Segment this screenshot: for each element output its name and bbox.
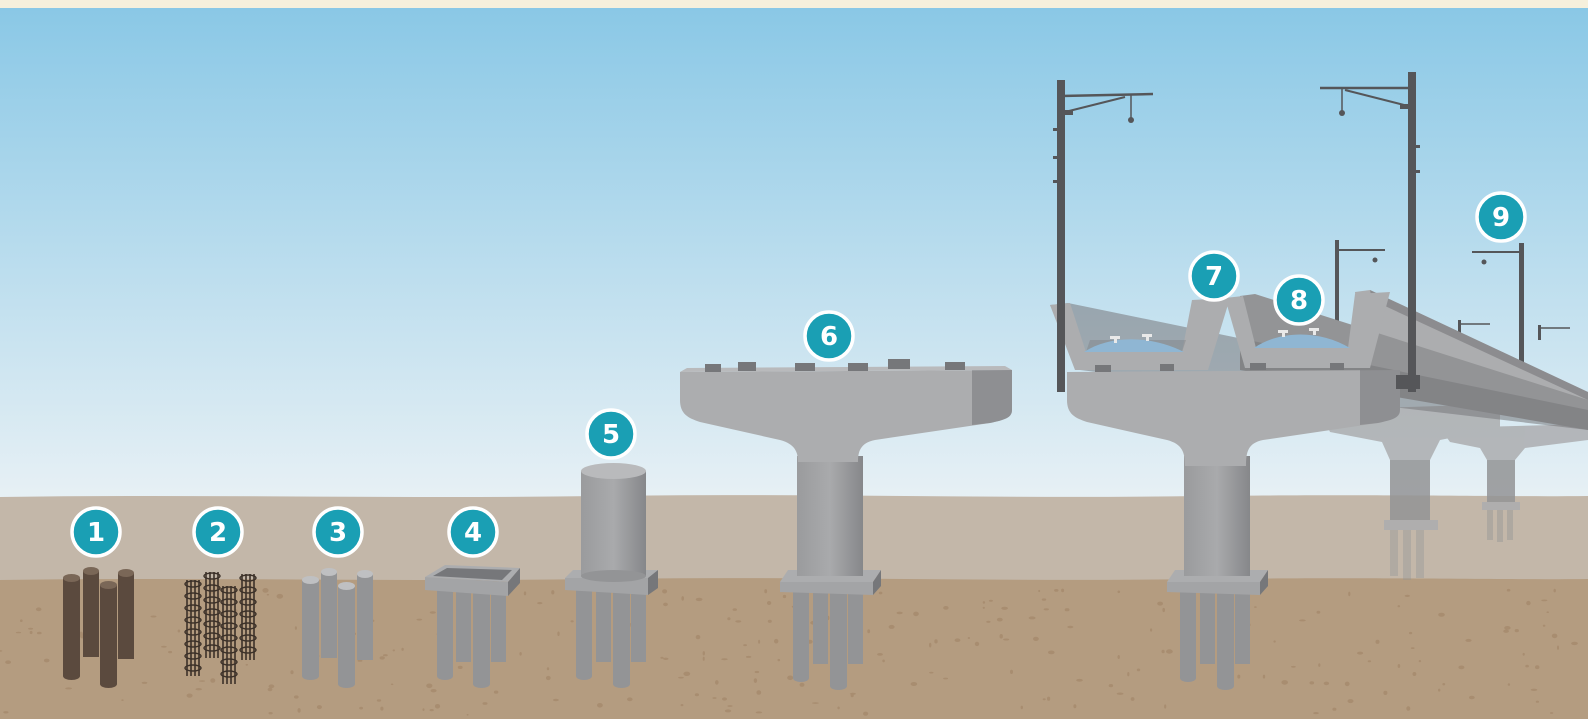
rebar-cages (184, 572, 257, 684)
marker-4-pile-cap: 4 (447, 506, 499, 558)
marker-number: 1 (87, 518, 105, 548)
marker-number: 6 (820, 322, 838, 352)
marker-circle (1475, 191, 1527, 243)
marker-6-pier-head: 6 (803, 310, 855, 362)
marker-8-track-ballast: 8 (1273, 274, 1325, 326)
ballast-8 (1254, 334, 1350, 348)
marker-circle (192, 506, 244, 558)
marker-circle (70, 506, 122, 558)
marker-7-box-girder: 7 (1188, 250, 1240, 302)
marker-circle (585, 408, 637, 460)
far-catenary-masts (1335, 240, 1570, 413)
marker-circle (447, 506, 499, 558)
marker-5-pier-column: 5 (585, 408, 637, 460)
ballast-7 (1084, 339, 1184, 352)
marker-circle (803, 310, 855, 362)
main-pier-with-girders (1050, 292, 1400, 690)
far-pier-right (1440, 424, 1588, 542)
top-band (0, 0, 1588, 8)
pier-column (565, 463, 658, 688)
marker-number: 3 (329, 518, 347, 548)
marker-number: 9 (1492, 203, 1510, 233)
marker-number: 7 (1205, 262, 1223, 292)
catenary-mast-right (1320, 72, 1420, 392)
marker-number: 8 (1290, 286, 1308, 316)
concrete-piles (302, 568, 373, 688)
marker-number: 5 (602, 420, 620, 450)
rails-7 (1110, 334, 1152, 343)
rebar-cage (203, 572, 221, 658)
marker-3-concrete-piles: 3 (312, 506, 364, 558)
marker-9-catenary-mast: 9 (1475, 191, 1527, 243)
rebar-cage (239, 574, 257, 660)
marker-circle (1273, 274, 1325, 326)
ground-texture (0, 588, 1578, 716)
distant-viaduct (1320, 404, 1588, 580)
marker-number: 2 (209, 518, 227, 548)
marker-2-rebar-cages: 2 (192, 506, 244, 558)
rebar-cage (184, 580, 202, 676)
catenary-mast-left (1053, 80, 1154, 392)
pile-cap (425, 565, 520, 688)
stage-markers: 1 2 3 4 5 6 7 8 9 (70, 191, 1527, 558)
marker-circle (1188, 250, 1240, 302)
timber-piles (63, 567, 134, 688)
marker-1-timber-piles: 1 (70, 506, 122, 558)
rails-8 (1278, 328, 1319, 337)
marker-circle (312, 506, 364, 558)
rebar-cage (220, 586, 238, 684)
bearing-pads (705, 359, 965, 372)
marker-number: 4 (464, 518, 482, 548)
girder-8-section (1225, 292, 1390, 368)
pier-head (680, 359, 1012, 690)
